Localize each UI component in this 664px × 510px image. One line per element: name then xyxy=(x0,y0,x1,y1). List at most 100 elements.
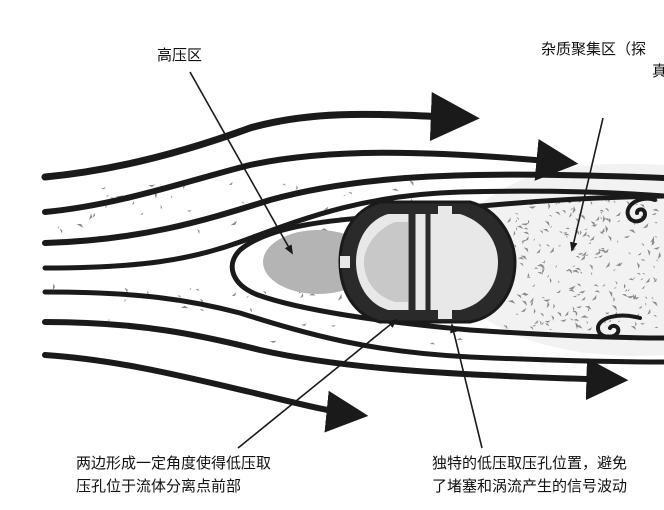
impurity-speck xyxy=(613,296,616,303)
vortex-bottom xyxy=(595,313,642,339)
impurity-speck xyxy=(301,323,307,326)
impurity-speck xyxy=(579,214,586,220)
impurity-speck xyxy=(612,268,616,271)
impurity-speck xyxy=(657,251,661,260)
impurity-speck xyxy=(624,288,628,292)
impurity-speck xyxy=(538,243,541,248)
impurity-speck xyxy=(529,326,534,330)
impurity-speck xyxy=(249,307,252,313)
impurity-speck xyxy=(57,226,60,230)
impurity-speck xyxy=(522,222,529,226)
impurity-speck xyxy=(575,325,583,329)
impurity-speck xyxy=(590,272,593,276)
impurity-speck xyxy=(101,187,106,190)
impurity-speck xyxy=(598,249,602,251)
impurity-speck xyxy=(132,200,135,205)
impurity-speck xyxy=(528,206,537,209)
pointer-high-pressure xyxy=(189,71,293,255)
impurity-speck xyxy=(581,296,586,301)
impurity-speck xyxy=(589,201,593,206)
impurity-speck xyxy=(608,290,613,298)
impurity-speck xyxy=(628,252,631,255)
impurity-speck xyxy=(540,313,544,317)
impurity-speck xyxy=(633,294,637,301)
impurity-speck xyxy=(541,261,545,264)
impurity-speck xyxy=(555,202,558,205)
impurity-speck xyxy=(507,300,516,304)
impurity-speck xyxy=(228,181,233,186)
impurity-speck xyxy=(602,215,606,223)
impurity-speck xyxy=(632,293,635,300)
impurity-speck xyxy=(537,271,543,275)
impurity-speck xyxy=(642,223,649,229)
impurity-speck xyxy=(647,249,651,256)
impurity-speck xyxy=(595,216,600,222)
impurity-speck xyxy=(630,325,637,331)
impurity-speck xyxy=(604,320,606,324)
impurity-speck xyxy=(532,283,535,288)
impurity-speck xyxy=(591,224,598,227)
impurity-speck xyxy=(557,245,562,247)
impurity-speck xyxy=(513,244,517,248)
impurity-speck xyxy=(652,208,660,212)
vortex-top xyxy=(625,196,657,224)
impurity-speck xyxy=(296,185,298,191)
impurity-speck xyxy=(124,287,128,294)
impurity-speck xyxy=(623,283,626,289)
impurity-speck xyxy=(635,321,637,327)
impurity-speck xyxy=(541,267,545,274)
impurity-speck xyxy=(337,293,342,301)
impurity-speck xyxy=(655,259,659,261)
impurity-speck xyxy=(197,228,200,234)
impurity-speck xyxy=(588,241,592,245)
impurity-speck xyxy=(180,305,189,309)
impurity-speck xyxy=(550,225,552,228)
impurity-speck xyxy=(603,248,609,254)
impurity-speck xyxy=(520,255,527,260)
impurity-speck xyxy=(575,255,580,259)
label-high-pressure-zone: 高压区 xyxy=(157,46,203,64)
impurity-speck xyxy=(539,320,542,326)
impurity-speck xyxy=(594,257,598,259)
impurity-speck xyxy=(581,251,587,257)
impurity-speck xyxy=(639,204,645,209)
impurity-speck xyxy=(580,254,586,261)
impurity-speck xyxy=(615,211,621,217)
impurity-speck xyxy=(516,217,519,221)
impurity-speck xyxy=(146,290,149,296)
impurity-speck xyxy=(617,219,621,222)
impurity-speck xyxy=(626,295,635,299)
impurity-speck xyxy=(269,340,277,344)
impurity-speck xyxy=(527,219,530,224)
impurity-speck xyxy=(593,284,599,287)
impurity-speck xyxy=(558,280,560,284)
impurity-speck xyxy=(186,210,192,212)
impurity-speck xyxy=(551,315,555,321)
impurity-speck xyxy=(597,255,603,258)
impurity-speck xyxy=(514,213,519,215)
impurity-speck xyxy=(653,278,657,283)
impurity-speck xyxy=(640,259,646,262)
impurity-speck xyxy=(533,319,539,324)
impurity-speck xyxy=(516,294,522,299)
impurity-speck xyxy=(572,306,575,312)
impurity-speck xyxy=(572,295,578,298)
impurity-speck xyxy=(633,276,635,280)
impurity-speck xyxy=(241,201,244,205)
impurity-speck xyxy=(594,290,601,293)
impurity-speck xyxy=(92,212,95,218)
impurity-speck xyxy=(300,292,304,299)
impurity-speck xyxy=(246,295,249,298)
impurity-speck xyxy=(189,287,192,290)
impurity-speck xyxy=(653,265,655,269)
impurity-speck xyxy=(542,228,550,233)
impurity-speck xyxy=(160,204,163,210)
impurity-speck xyxy=(600,247,605,250)
high-pressure-port xyxy=(340,256,350,268)
sensor-body xyxy=(338,200,517,324)
impurity-speck xyxy=(580,315,589,318)
impurity-speck xyxy=(515,219,517,223)
impurity-speck xyxy=(88,213,93,221)
impurity-speck xyxy=(76,223,84,228)
impurity-speck xyxy=(59,228,63,234)
